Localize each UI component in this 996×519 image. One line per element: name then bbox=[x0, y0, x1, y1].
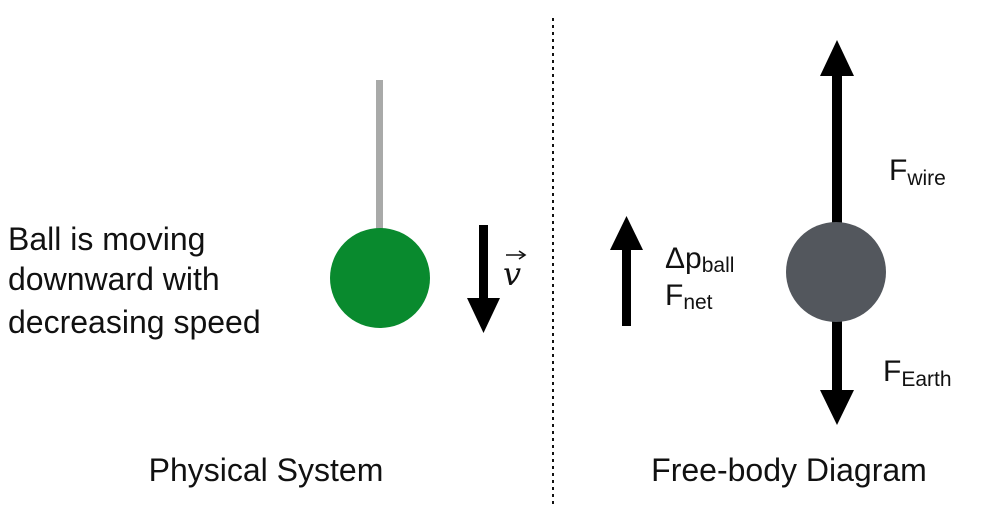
physical-system-panel: Ball is moving downward with decreasing … bbox=[8, 80, 527, 488]
free-body-ball bbox=[786, 222, 886, 322]
vector-arrow-icon bbox=[506, 250, 527, 260]
motion-description: Ball is moving downward with decreasing … bbox=[8, 221, 261, 340]
motion-description-line-3: decreasing speed bbox=[8, 304, 261, 340]
earth-force-label: FEarth bbox=[883, 355, 952, 391]
wire-force-arrow bbox=[820, 40, 854, 234]
pendulum-ball bbox=[330, 228, 430, 328]
free-body-diagram-panel: Δpball Fnet Fwire FEarth Free-body Diagr… bbox=[610, 40, 952, 488]
physical-system-caption: Physical System bbox=[149, 452, 384, 488]
wire-force-label: Fwire bbox=[889, 154, 946, 190]
earth-force-arrow bbox=[820, 310, 854, 425]
velocity-label: v bbox=[503, 250, 527, 293]
net-force-arrow bbox=[610, 216, 643, 326]
motion-description-line-2: downward with bbox=[8, 261, 220, 297]
motion-description-line-1: Ball is moving bbox=[8, 221, 205, 257]
velocity-symbol: v bbox=[503, 255, 521, 293]
momentum-change-label: Δpball bbox=[665, 242, 734, 277]
free-body-diagram-caption: Free-body Diagram bbox=[651, 452, 927, 488]
net-force-label: Fnet bbox=[665, 279, 713, 314]
velocity-arrow bbox=[467, 225, 500, 333]
pendulum-wire bbox=[376, 80, 383, 230]
